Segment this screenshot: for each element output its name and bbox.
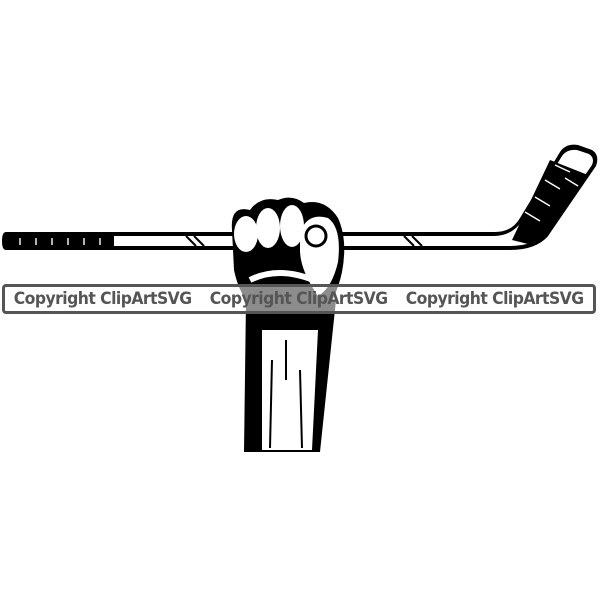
- watermark-text: Copyright ClipArtSVG: [210, 289, 388, 309]
- watermark-text: Copyright ClipArtSVG: [14, 289, 192, 309]
- copyright-watermark-banner: Copyright ClipArtSVG Copyright ClipArtSV…: [2, 284, 596, 314]
- hockey-stick: [2, 144, 598, 250]
- watermark-text: Copyright ClipArtSVG: [406, 289, 584, 309]
- fist: [231, 197, 345, 452]
